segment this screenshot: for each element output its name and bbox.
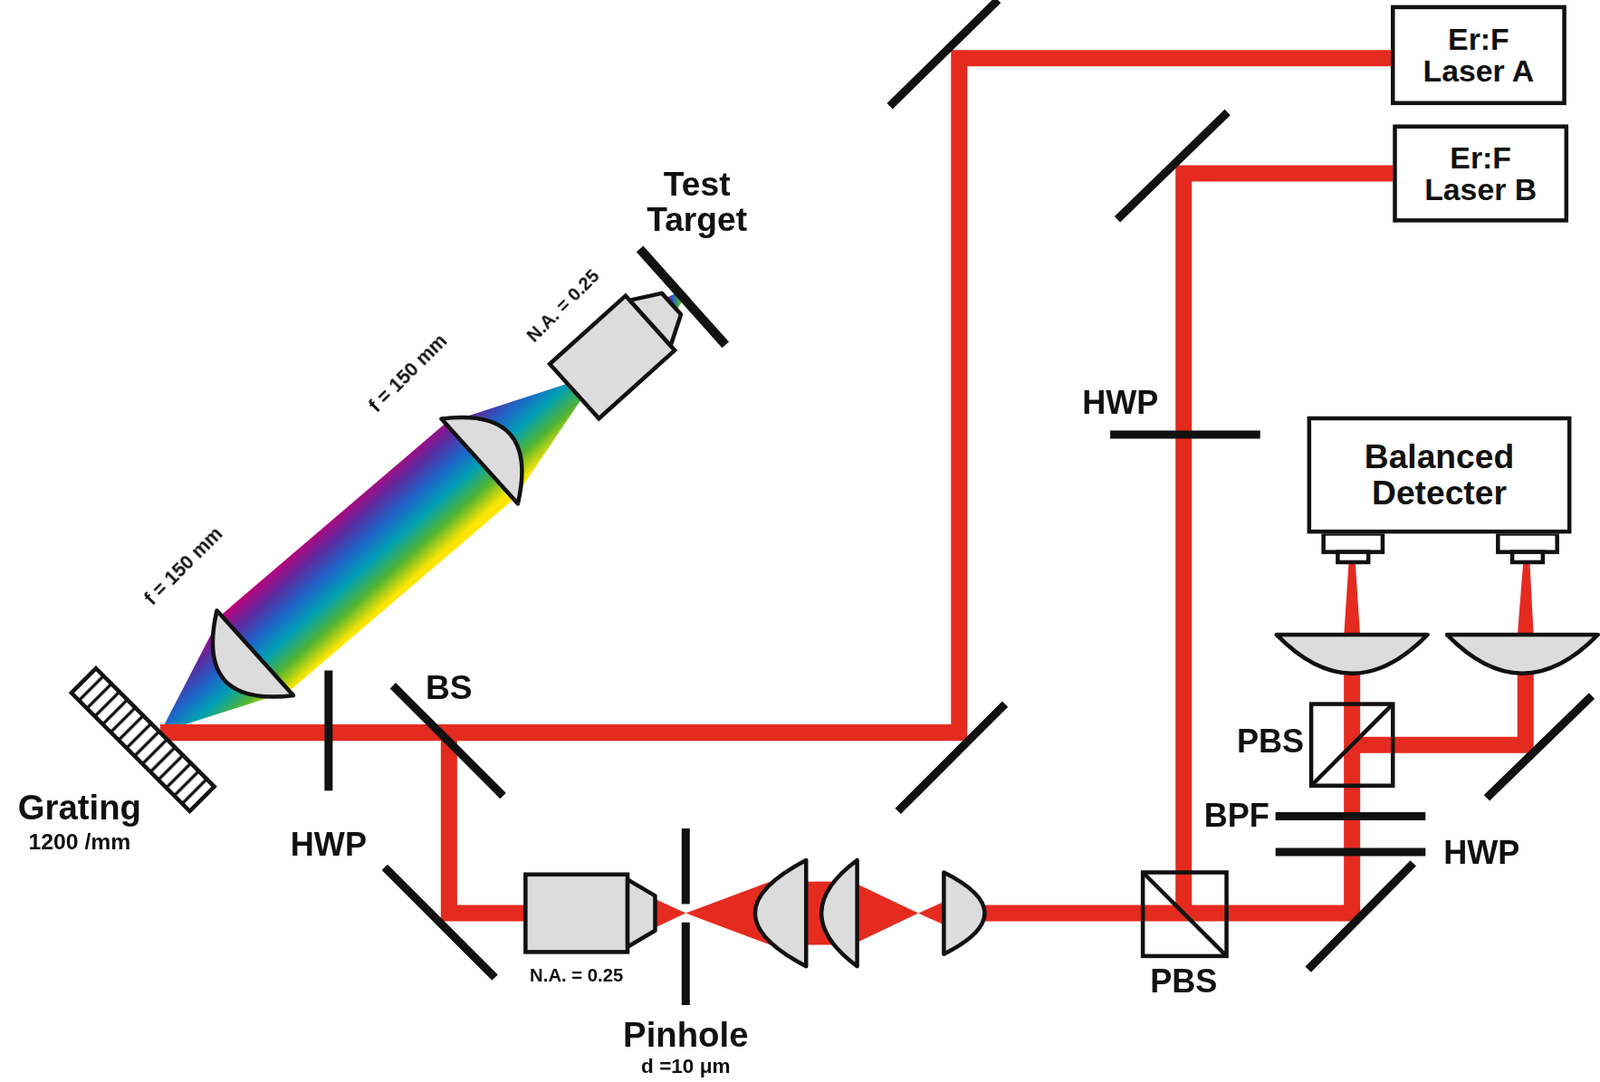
part-label: f = 150 mm: [141, 523, 228, 610]
part-label: 1200 /mm: [28, 830, 131, 854]
part-label: f = 150 mm: [364, 330, 451, 417]
mirror: [1308, 862, 1414, 969]
part-label: HWP: [1443, 835, 1520, 871]
lens: [943, 872, 985, 955]
pinhole: [681, 828, 690, 904]
signal-beam: [449, 732, 527, 913]
part-label: Grating: [18, 789, 142, 826]
part-label: Test Target: [646, 166, 748, 238]
detector-port: [1512, 552, 1543, 563]
part-label: d =10 μm: [641, 1055, 730, 1078]
part-label: BPF: [1204, 799, 1270, 834]
part-label: PBS: [1149, 964, 1217, 999]
polarizing-beam-splitter: [1142, 872, 1227, 957]
half-wave-plate: [324, 670, 333, 791]
test-target: [640, 249, 727, 345]
objective-nose: [627, 879, 655, 947]
detector-cone: [1343, 559, 1361, 638]
lens: [186, 610, 294, 723]
node-label: Er:F Laser A: [1407, 22, 1551, 87]
detector-port: [1323, 533, 1383, 552]
pinhole: [681, 922, 690, 1006]
part-label: Pinhole: [622, 1017, 748, 1054]
focus-cone: [852, 881, 919, 946]
band-pass-filter: [1275, 812, 1427, 821]
node-label: Balanced Detecter: [1324, 440, 1555, 511]
objective-lens: [525, 874, 655, 953]
laser-beam-b: [1183, 173, 1393, 914]
mirror: [1117, 112, 1228, 220]
laser-box: Er:F Laser A: [1390, 5, 1567, 106]
detector-cone: [1517, 559, 1534, 638]
polarizing-beam-splitter: [1311, 704, 1393, 786]
mirror: [898, 704, 1006, 812]
collimated-spectrum: [220, 423, 514, 692]
laser-box: Er:F Laser B: [1392, 124, 1569, 222]
part-label: HWP: [290, 827, 367, 863]
part-label: BS: [425, 670, 473, 706]
node-label: Er:F Laser B: [1408, 141, 1553, 206]
mirror: [1486, 696, 1592, 799]
mirror: [384, 867, 496, 978]
lens: [1276, 634, 1428, 674]
lens: [1446, 634, 1599, 674]
detector-port: [1497, 533, 1557, 552]
part-label: HWP: [1082, 385, 1159, 421]
detector-box: Balanced Detecter: [1307, 416, 1572, 535]
objective-body: [525, 874, 628, 953]
focus-cone: [652, 898, 686, 930]
lens: [755, 860, 806, 967]
lens: [440, 391, 548, 504]
detector-port: [1337, 552, 1369, 563]
pbs-diagonal: [1142, 872, 1227, 957]
pbs-diagonal: [1311, 704, 1393, 786]
mirror: [890, 0, 998, 106]
lens: [821, 860, 857, 967]
half-wave-plate: [1275, 847, 1427, 856]
part-label: PBS: [1236, 724, 1304, 759]
part-label: N.A. = 0.25: [529, 966, 623, 986]
laser-beam-a: [160, 57, 1391, 733]
half-wave-plate: [1110, 431, 1261, 440]
